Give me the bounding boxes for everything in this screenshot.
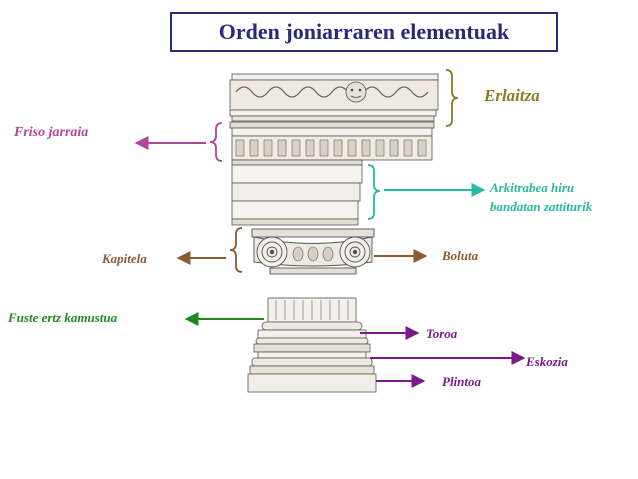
cornice-drawing [229,73,439,122]
label-kapitela: Kapitela [102,251,147,266]
base-drawing [247,321,377,393]
label-erlaitza: Erlaitza [484,86,540,105]
label-plintoa: Plintoa [442,374,482,389]
kapitela-brace [229,227,243,273]
capital-drawing [251,228,375,275]
shaft-drawing [267,297,357,323]
label-friso: Friso jarraia [14,125,89,140]
label-arkitrabea-line2: bandatan zattiturik [490,199,593,214]
label-boluta: Boluta [442,248,479,263]
label-eskozia: Eskozia [526,354,568,369]
label-arkitrabea-line1: Arkitrabea hiru [490,180,575,195]
label-toroa: Toroa [426,326,458,341]
label-fuste: Fuste ertz kamustua [8,310,118,325]
arkitrabea-brace [367,164,381,220]
erlaitza-brace [445,69,459,127]
frieze-drawing [229,121,435,166]
architrave-drawing [231,164,363,226]
page-title: Orden joniarraren elementuak [170,12,558,52]
friso-brace [209,122,223,162]
